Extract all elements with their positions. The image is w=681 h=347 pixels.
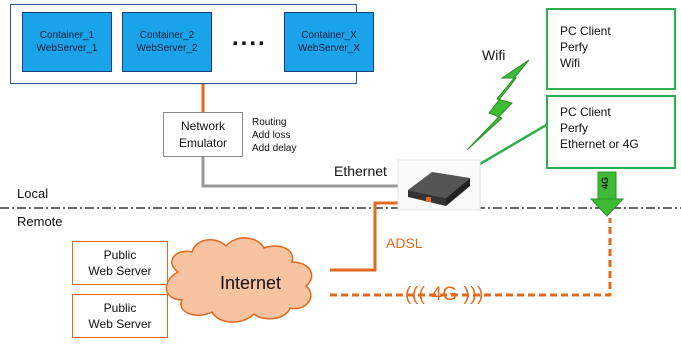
pc-wifi-line3: Wifi	[560, 56, 580, 70]
container-1: Container_1 WebServer_1	[22, 12, 112, 72]
link-4g-label: ((( 4G )))	[405, 284, 484, 305]
emulator-line2: Emulator	[178, 135, 228, 150]
container-2-name: Container_2	[139, 30, 195, 41]
container-1-name: Container_1	[39, 30, 95, 41]
emulator-line1: Network	[180, 118, 225, 133]
note-add-loss: Add loss	[252, 130, 291, 141]
router-icon	[408, 172, 470, 206]
internet-label: Internet	[220, 273, 282, 293]
pc-wifi-line2: Perfy	[560, 40, 589, 54]
container-x-name: Container_X	[301, 30, 357, 41]
public-web-server-1: Public Web Server	[72, 241, 168, 285]
wifi-lightning-icon	[466, 59, 530, 151]
public-web-server-2: Public Web Server	[72, 294, 168, 338]
pc-eth-line2: Perfy	[560, 121, 589, 135]
note-routing: Routing	[252, 117, 287, 128]
public-server-2-line2: Web Server	[88, 317, 152, 331]
ethernet-label: Ethernet	[334, 163, 387, 179]
local-label: Local	[17, 186, 49, 201]
emulator-notes: Routing Add loss Add delay	[252, 116, 296, 155]
container-x-server: WebServer_X	[297, 43, 361, 54]
public-server-1-line1: Public	[103, 248, 137, 262]
internet-cloud-icon	[165, 237, 313, 323]
container-2: Container_2 WebServer_2	[122, 12, 212, 72]
link-4g	[330, 218, 612, 297]
network-emulator: Network Emulator	[163, 112, 243, 157]
note-add-delay: Add delay	[252, 143, 297, 154]
adsl-label: ADSL	[386, 235, 423, 251]
containers-ellipsis: ....	[232, 24, 267, 51]
pc-eth-line1: PC Client	[560, 105, 611, 119]
pc-client-ethernet: PC Client Perfy Ethernet or 4G	[546, 95, 676, 169]
container-x: Container_X WebServer_X	[284, 12, 374, 72]
pc-client-wifi: PC Client Perfy Wifi	[546, 8, 676, 90]
container-2-server: WebServer_2	[136, 43, 198, 54]
public-server-1-line2: Web Server	[88, 264, 152, 278]
wifi-label: Wifi	[482, 47, 506, 63]
remote-label: Remote	[17, 214, 63, 229]
pc-eth-line3: Ethernet or 4G	[560, 137, 639, 151]
pc-wifi-line1: PC Client	[560, 24, 611, 38]
public-server-2-line1: Public	[103, 301, 137, 315]
arrow-4g-label: 4G	[600, 176, 611, 190]
emulator-router-link	[201, 157, 410, 188]
container-1-server: WebServer_1	[36, 43, 98, 54]
arrow-4g-icon	[589, 171, 625, 217]
